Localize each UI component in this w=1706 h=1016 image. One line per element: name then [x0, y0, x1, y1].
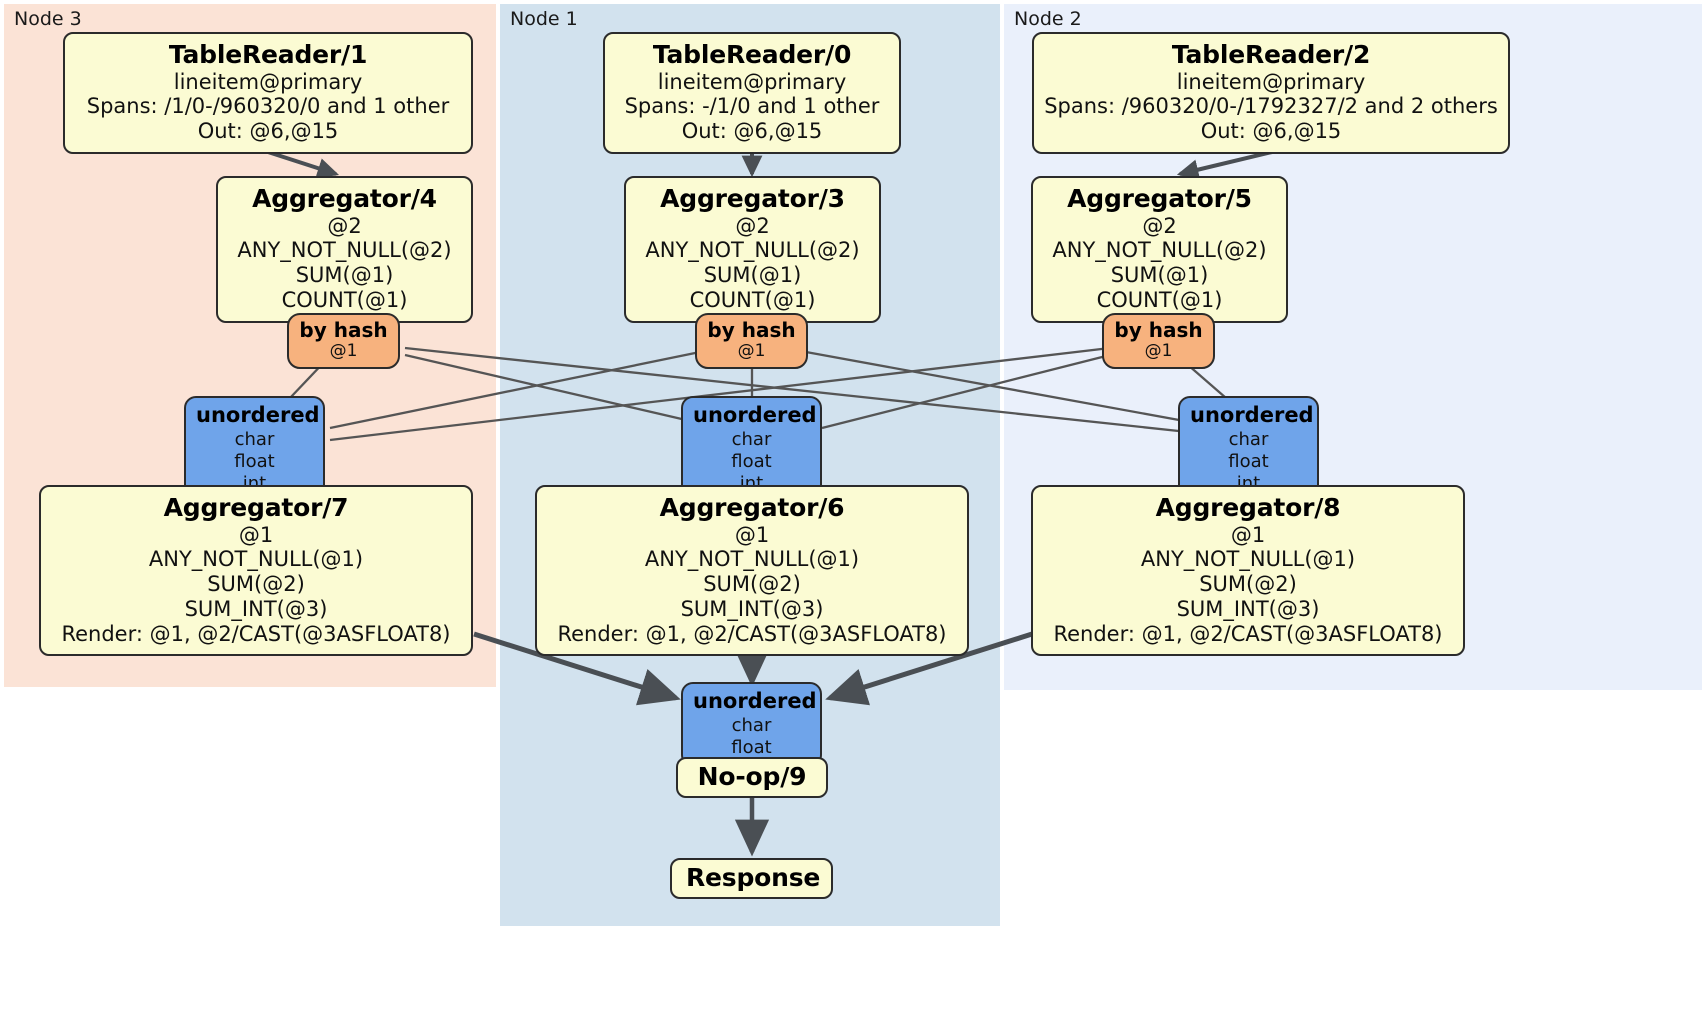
processor-title: Aggregator/3	[660, 184, 845, 213]
node-panel-label-node1: Node 1	[510, 8, 578, 30]
processor-line: SUM(@1)	[295, 263, 394, 288]
processor-line: Render: @1, @2/CAST(@3ASFLOAT8)	[61, 621, 451, 646]
node-panel-label-node2: Node 2	[1014, 8, 1082, 30]
processor-line: Out: @6,@15	[1200, 119, 1342, 144]
processor-line: Render: @1, @2/CAST(@3ASFLOAT8)	[1053, 621, 1443, 646]
processor-line: @1	[238, 522, 274, 547]
processor-line: @2	[1142, 213, 1177, 238]
sync-title: unordered	[196, 403, 320, 427]
processor-line: @1	[1230, 522, 1266, 547]
processor-line: SUM_INT(@3)	[1176, 596, 1320, 621]
output-router-byhash-5[interactable]: by hash @1	[1102, 313, 1215, 369]
processor-title: Response	[686, 863, 821, 892]
processor-aggregator-8[interactable]: Aggregator/8 @1 ANY_NOT_NULL(@1) SUM(@2)…	[1031, 485, 1465, 657]
processor-line: Spans: -/1/0 and 1 other	[624, 94, 880, 119]
processor-title: Aggregator/6	[659, 493, 845, 522]
processor-tablereader-0[interactable]: TableReader/0 lineitem@primary Spans: -/…	[603, 32, 901, 154]
processor-response[interactable]: Response	[670, 858, 833, 899]
processor-aggregator-4[interactable]: Aggregator/4 @2 ANY_NOT_NULL(@2) SUM(@1)…	[216, 176, 473, 323]
input-sync-unordered-9[interactable]: unordered char float	[681, 682, 822, 767]
processor-line: SUM(@2)	[207, 572, 305, 597]
processor-line: SUM(@1)	[1110, 263, 1209, 288]
processor-tablereader-2[interactable]: TableReader/2 lineitem@primary Spans: /9…	[1032, 32, 1510, 154]
sync-line: char	[234, 428, 275, 450]
sync-line: char	[731, 714, 772, 736]
processor-line: @1	[734, 522, 770, 547]
processor-line: COUNT(@1)	[1096, 287, 1223, 312]
processor-line: COUNT(@1)	[689, 287, 816, 312]
processor-line: ANY_NOT_NULL(@1)	[148, 547, 364, 572]
node-panel-label-node3: Node 3	[14, 8, 82, 30]
processor-line: SUM(@2)	[703, 572, 801, 597]
router-title: by hash	[1114, 318, 1203, 342]
processor-line: ANY_NOT_NULL(@2)	[1052, 238, 1267, 263]
sync-line: float	[234, 450, 275, 472]
sync-title: unordered	[693, 403, 817, 427]
router-line: @1	[737, 341, 766, 362]
processor-line: SUM_INT(@3)	[184, 596, 328, 621]
processor-line: SUM_INT(@3)	[680, 596, 824, 621]
sync-line: float	[731, 450, 772, 472]
processor-title: Aggregator/8	[1155, 493, 1341, 522]
processor-line: @2	[735, 213, 770, 238]
processor-aggregator-6[interactable]: Aggregator/6 @1 ANY_NOT_NULL(@1) SUM(@2)…	[535, 485, 969, 657]
sync-line: float	[731, 736, 772, 758]
processor-line: Out: @6,@15	[681, 119, 823, 144]
processor-line: ANY_NOT_NULL(@2)	[645, 238, 860, 263]
processor-title: No-op/9	[697, 762, 807, 791]
processor-line: ANY_NOT_NULL(@1)	[644, 547, 860, 572]
processor-aggregator-5[interactable]: Aggregator/5 @2 ANY_NOT_NULL(@2) SUM(@1)…	[1031, 176, 1288, 323]
output-router-byhash-3[interactable]: by hash @1	[695, 313, 808, 369]
processor-title: Aggregator/4	[252, 184, 437, 213]
processor-line: COUNT(@1)	[281, 287, 408, 312]
sync-line: char	[731, 428, 772, 450]
processor-noop-9[interactable]: No-op/9	[676, 757, 828, 798]
processor-line: lineitem@primary	[173, 69, 363, 94]
sync-line: float	[1228, 450, 1269, 472]
processor-title: TableReader/2	[1171, 40, 1371, 69]
processor-title: TableReader/1	[168, 40, 368, 69]
router-title: by hash	[299, 318, 388, 342]
processor-line: Spans: /960320/0-/1792327/2 and 2 others	[1044, 94, 1498, 119]
processor-line: ANY_NOT_NULL(@2)	[237, 238, 452, 263]
processor-line: ANY_NOT_NULL(@1)	[1140, 547, 1356, 572]
input-sync-unordered-7[interactable]: unordered char float int	[184, 396, 325, 503]
processor-line: lineitem@primary	[657, 69, 847, 94]
router-line: @1	[1144, 341, 1173, 362]
router-line: @1	[329, 341, 358, 362]
sync-title: unordered	[1190, 403, 1314, 427]
router-title: by hash	[707, 318, 796, 342]
sync-line: char	[1228, 428, 1269, 450]
processor-title: Aggregator/7	[163, 493, 349, 522]
processor-line: Spans: /1/0-/960320/0 and 1 other	[86, 94, 450, 119]
processor-tablereader-1[interactable]: TableReader/1 lineitem@primary Spans: /1…	[63, 32, 473, 154]
processor-title: Aggregator/5	[1067, 184, 1252, 213]
processor-line: SUM(@1)	[703, 263, 802, 288]
processor-line: @2	[327, 213, 362, 238]
processor-aggregator-3[interactable]: Aggregator/3 @2 ANY_NOT_NULL(@2) SUM(@1)…	[624, 176, 881, 323]
processor-line: Render: @1, @2/CAST(@3ASFLOAT8)	[557, 621, 947, 646]
sync-title: unordered	[693, 689, 817, 713]
processor-title: TableReader/0	[652, 40, 852, 69]
input-sync-unordered-6[interactable]: unordered char float int	[681, 396, 822, 503]
output-router-byhash-4[interactable]: by hash @1	[287, 313, 400, 369]
processor-aggregator-7[interactable]: Aggregator/7 @1 ANY_NOT_NULL(@1) SUM(@2)…	[39, 485, 473, 657]
input-sync-unordered-8[interactable]: unordered char float int	[1178, 396, 1319, 503]
processor-line: Out: @6,@15	[197, 119, 339, 144]
processor-line: SUM(@2)	[1199, 572, 1297, 597]
processor-line: lineitem@primary	[1176, 69, 1366, 94]
